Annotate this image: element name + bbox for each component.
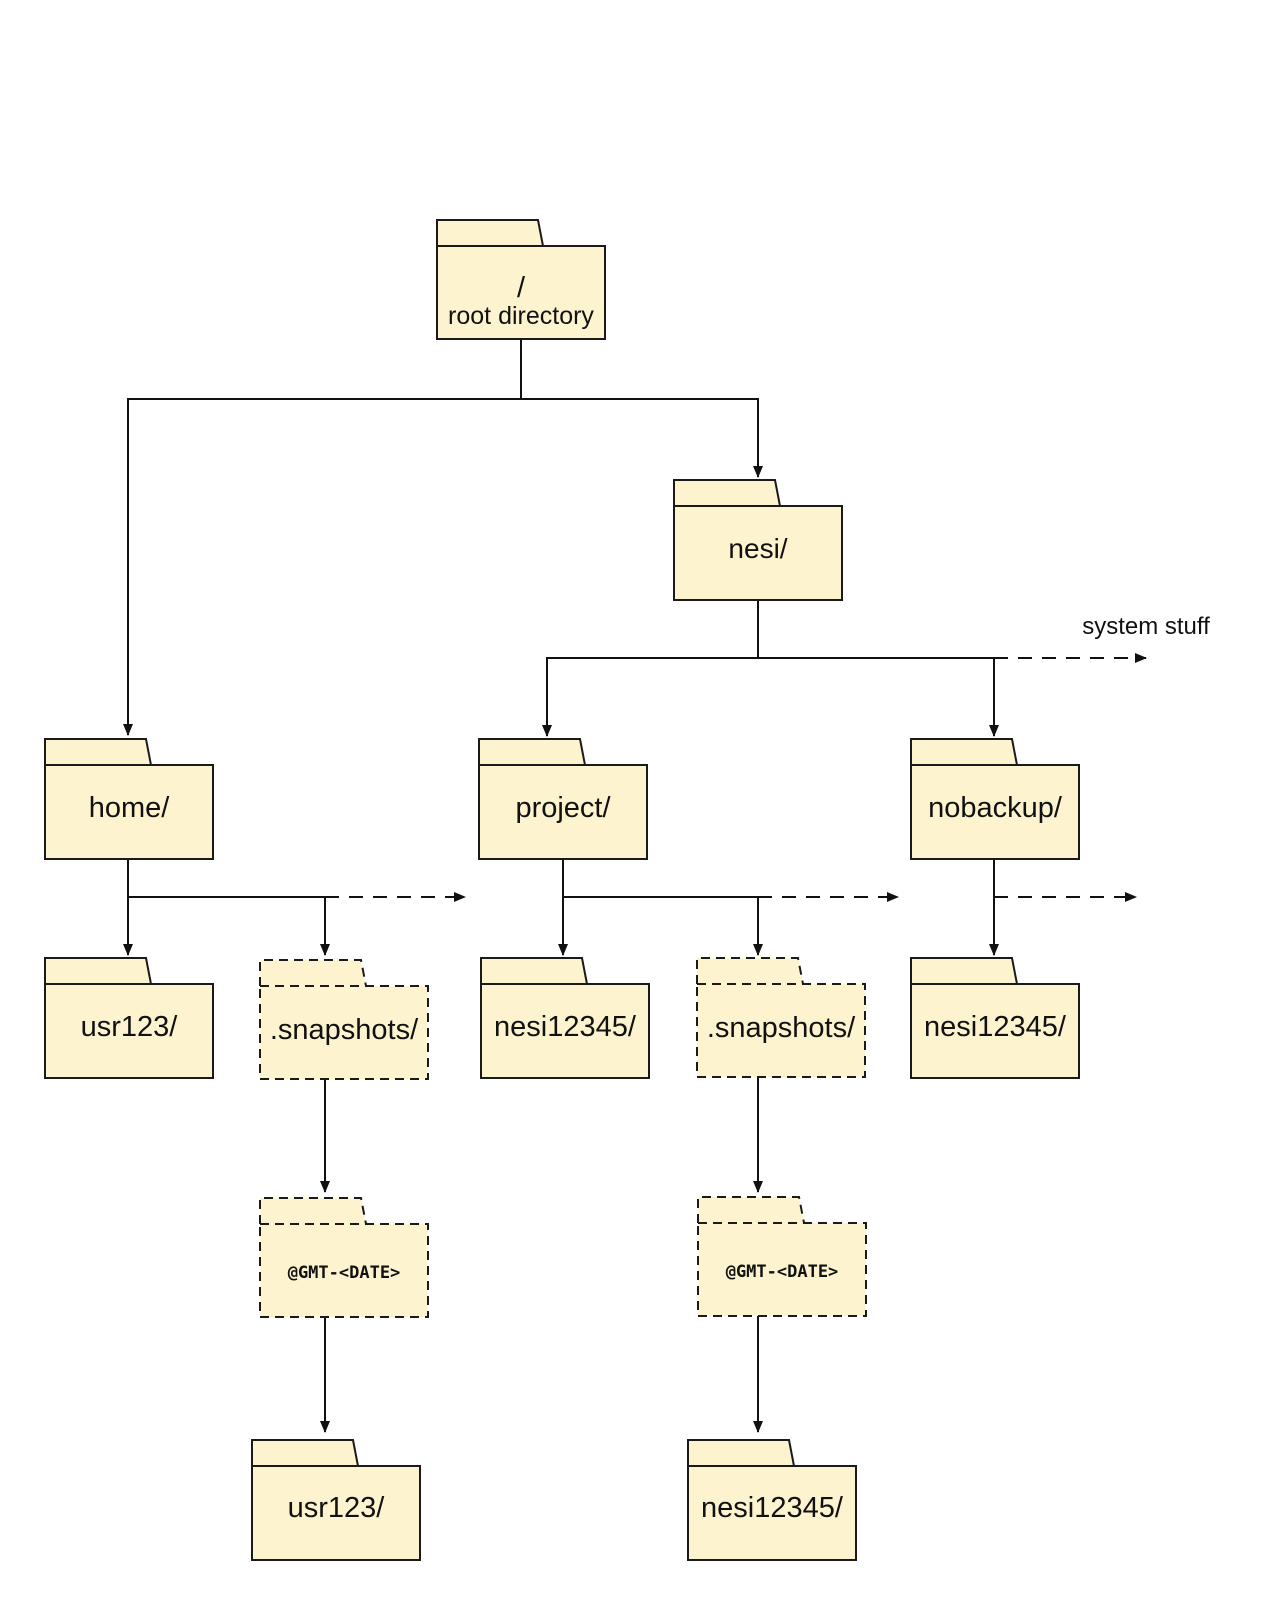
- folder-nesi-name: nesi/: [728, 533, 787, 564]
- connectors: [123, 339, 1147, 1433]
- edge-root-to-home: [123, 398, 521, 736]
- folder-nobackup-name: nobackup/: [928, 792, 1063, 824]
- folder-icon: [44, 738, 152, 766]
- system-stuff-label: system stuff: [1082, 613, 1210, 640]
- edge-root-to-nesi: [521, 398, 763, 478]
- folder-icon: [480, 957, 588, 985]
- folder-home-gmt-date[interactable]: @GMT-<DATE>: [259, 1197, 429, 1318]
- folder-root-name: /: [517, 272, 526, 304]
- folder-nobackup[interactable]: nobackup/: [910, 738, 1080, 860]
- edge-nesi-to-project: [542, 657, 758, 737]
- folder-icon: [259, 1197, 367, 1225]
- folder-home-name: home/: [89, 792, 171, 824]
- folder-icon: [44, 957, 152, 985]
- folder-icon: [910, 738, 1018, 766]
- folder-nesi[interactable]: nesi/: [673, 479, 843, 601]
- folder-icon: [673, 479, 781, 507]
- folder-nobackup-nesi12345-name: nesi12345/: [924, 1011, 1067, 1043]
- folder-project-gmt-date[interactable]: @GMT-<DATE>: [697, 1196, 867, 1317]
- folder-project-snapshots-name: .snapshots/: [707, 1012, 856, 1044]
- folder-home-usr123-name: usr123/: [81, 1011, 179, 1043]
- folder-icon: [251, 1439, 359, 1467]
- folder-icon: [910, 957, 1018, 985]
- folder-icon: [259, 959, 367, 987]
- folder-project-snapshots[interactable]: .snapshots/: [696, 957, 866, 1078]
- folder-home-gmt-date-name: @GMT-<DATE>: [288, 1263, 401, 1283]
- folder-root[interactable]: / root directory: [436, 219, 606, 340]
- folder-project-gmt-date-name: @GMT-<DATE>: [726, 1262, 839, 1282]
- folder-root-subtitle: root directory: [448, 302, 594, 330]
- folder-home-snapshots[interactable]: .snapshots/: [259, 959, 429, 1080]
- folder-icon: [687, 1439, 795, 1467]
- folder-icon: [436, 219, 544, 247]
- folder-home-snapshot-usr123-name: usr123/: [288, 1492, 386, 1524]
- folder-project-nesi12345[interactable]: nesi12345/: [480, 957, 650, 1079]
- edge-nesi-to-nobackup: [758, 657, 999, 737]
- folder-icon: [696, 957, 804, 985]
- folder-project-name: project/: [515, 792, 611, 824]
- folder-home-usr123[interactable]: usr123/: [44, 957, 214, 1079]
- folder-project-nesi12345-name: nesi12345/: [494, 1011, 637, 1043]
- folder-home[interactable]: home/: [44, 738, 214, 860]
- folder-project-snapshot-nesi12345[interactable]: nesi12345/: [687, 1439, 857, 1561]
- folder-icon: [478, 738, 586, 766]
- folder-project[interactable]: project/: [478, 738, 648, 860]
- folder-home-snapshot-usr123[interactable]: usr123/: [251, 1439, 421, 1561]
- folder-nobackup-nesi12345[interactable]: nesi12345/: [910, 957, 1080, 1079]
- folder-icon: [697, 1196, 805, 1224]
- folder-home-snapshots-name: .snapshots/: [270, 1014, 419, 1046]
- folder-project-snapshot-nesi12345-name: nesi12345/: [701, 1492, 844, 1524]
